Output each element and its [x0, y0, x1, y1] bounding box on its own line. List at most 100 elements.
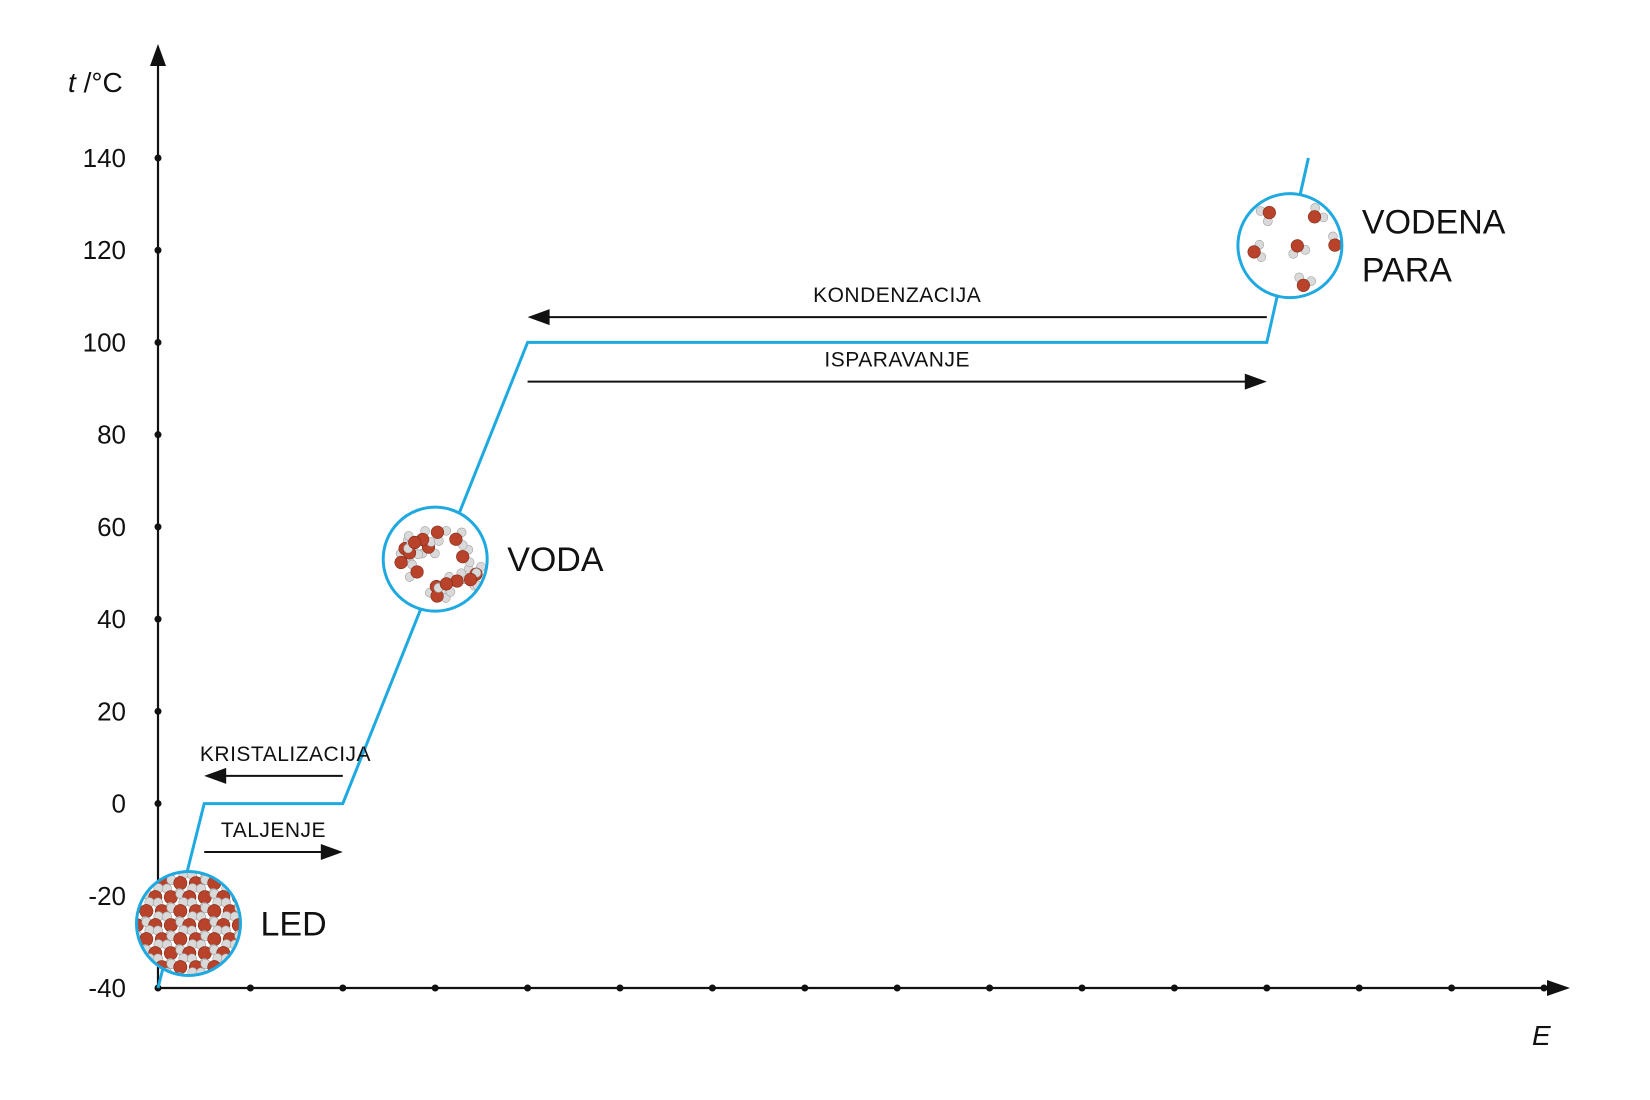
oxygen-atom	[112, 944, 130, 962]
water-molecule	[456, 544, 475, 568]
hydrogen-atom	[106, 944, 119, 957]
hydrogen-atom	[195, 855, 207, 867]
oxygen-atom	[139, 904, 154, 919]
process-arrow-taljenje: TALJENJE	[204, 819, 343, 860]
axes	[150, 44, 1570, 996]
y-tick-dot	[154, 800, 162, 808]
hydrogen-atom	[229, 967, 240, 976]
process-arrows: KRISTALIZACIJA TALJENJE KONDENZACIJA ISPARA…	[200, 284, 1267, 860]
oxygen-atom	[410, 565, 424, 579]
hydrogen-atom	[136, 967, 138, 976]
process-arrow-head	[204, 767, 227, 784]
hydrogen-atom	[144, 871, 155, 880]
water-molecule	[1288, 239, 1311, 259]
y-tick-label: 60	[97, 512, 126, 542]
process-label: ISPARAVANJE	[824, 349, 970, 372]
water-molecule	[229, 855, 253, 877]
phase-molecules	[1247, 203, 1342, 292]
water-molecule	[1328, 231, 1342, 252]
hydrogen-atom	[254, 854, 267, 867]
oxygen-atom	[173, 904, 188, 919]
phase-molecules	[106, 854, 279, 979]
hydrogen-atom	[245, 952, 258, 965]
x-tick-dot	[431, 984, 439, 992]
oxygen-atom	[119, 931, 136, 948]
oxygen-atom	[216, 871, 231, 877]
phase-label: VODENA	[1362, 204, 1506, 242]
oxygen-atom	[439, 577, 453, 591]
x-tick-dot	[1355, 984, 1363, 992]
hydrogen-atom	[207, 859, 219, 871]
hydrogen-atom	[136, 958, 142, 969]
oxygen-atom	[136, 871, 144, 877]
hydrogen-atom	[245, 896, 258, 909]
oxygen-atom	[255, 875, 272, 892]
oxygen-atom	[464, 573, 478, 587]
water-molecule	[242, 854, 270, 880]
x-tick-dot	[524, 984, 532, 992]
hydrogen-atom	[118, 910, 131, 923]
phase-label: VODA	[507, 541, 604, 579]
hydrogen-atom	[242, 916, 255, 929]
hydrogen-atom	[242, 888, 255, 901]
process-arrow-isparavanje: ISPARAVANJE	[527, 349, 1267, 390]
oxygen-atom	[1290, 239, 1304, 253]
water-molecule	[403, 531, 422, 554]
hydrogen-atom	[254, 953, 266, 965]
hydrogen-atom	[241, 859, 253, 871]
x-tick-dot	[708, 984, 716, 992]
oxygen-atom	[1247, 245, 1261, 259]
water-molecule	[136, 871, 144, 877]
y-tick-dot	[154, 154, 162, 162]
hydrogen-atom	[229, 855, 241, 867]
water-molecule	[1294, 272, 1317, 292]
oxygen-atom	[430, 589, 444, 603]
phase-markers: LED VODA VODENA PARA	[106, 192, 1506, 979]
hydrogen-atom	[106, 916, 119, 929]
hydrogen-atom	[242, 860, 255, 873]
process-arrow-head	[320, 843, 343, 860]
hydrogen-atom	[136, 939, 138, 950]
hydrogen-atom	[221, 967, 232, 976]
axis-titles: t /°C E	[68, 67, 1551, 1051]
hydrogen-atom	[140, 860, 153, 873]
hydrogen-atom	[254, 966, 267, 979]
phase-circle-border	[134, 869, 242, 977]
process-arrow-kristalizacija: KRISTALIZACIJA	[200, 743, 371, 784]
heating-curve	[156, 157, 1310, 989]
hydrogen-atom	[161, 855, 173, 867]
water-molecule	[251, 869, 279, 894]
process-label: KONDENZACIJA	[813, 284, 981, 307]
process-label: KRISTALIZACIJA	[200, 743, 371, 766]
hydrogen-atom	[245, 924, 258, 937]
water-molecule	[106, 910, 134, 936]
water-molecule	[106, 854, 134, 880]
y-tick-label: -40	[88, 973, 126, 1003]
oxygen-atom	[207, 932, 222, 947]
y-tick-dot	[154, 246, 162, 254]
hydrogen-atom	[140, 972, 151, 976]
y-axis-unit: /°C	[84, 67, 123, 98]
phase-circle-border	[1236, 192, 1344, 300]
y-tick-label: 80	[97, 420, 126, 450]
hydrogen-atom	[136, 958, 143, 969]
phase-label: LED	[260, 905, 326, 943]
oxygen-atom	[1296, 278, 1310, 292]
phase-label: PARA	[1362, 252, 1452, 290]
oxygen-atom	[136, 974, 144, 976]
process-arrow-head	[1244, 373, 1267, 390]
oxygen-atom	[1307, 210, 1322, 224]
hydrogen-atom	[136, 874, 142, 885]
hydrogen-atom	[242, 944, 255, 957]
hydrogen-atom	[266, 957, 278, 969]
hydrogen-atom	[118, 953, 130, 965]
phase-marker-voda: VODA	[381, 505, 604, 613]
y-tick-label: 120	[83, 235, 126, 265]
hydrogen-atom	[173, 859, 185, 871]
oxygen-atom	[248, 944, 266, 962]
oxygen-atom	[207, 904, 222, 919]
hydrogen-atom	[141, 972, 152, 976]
hydrogen-atom	[234, 958, 241, 969]
